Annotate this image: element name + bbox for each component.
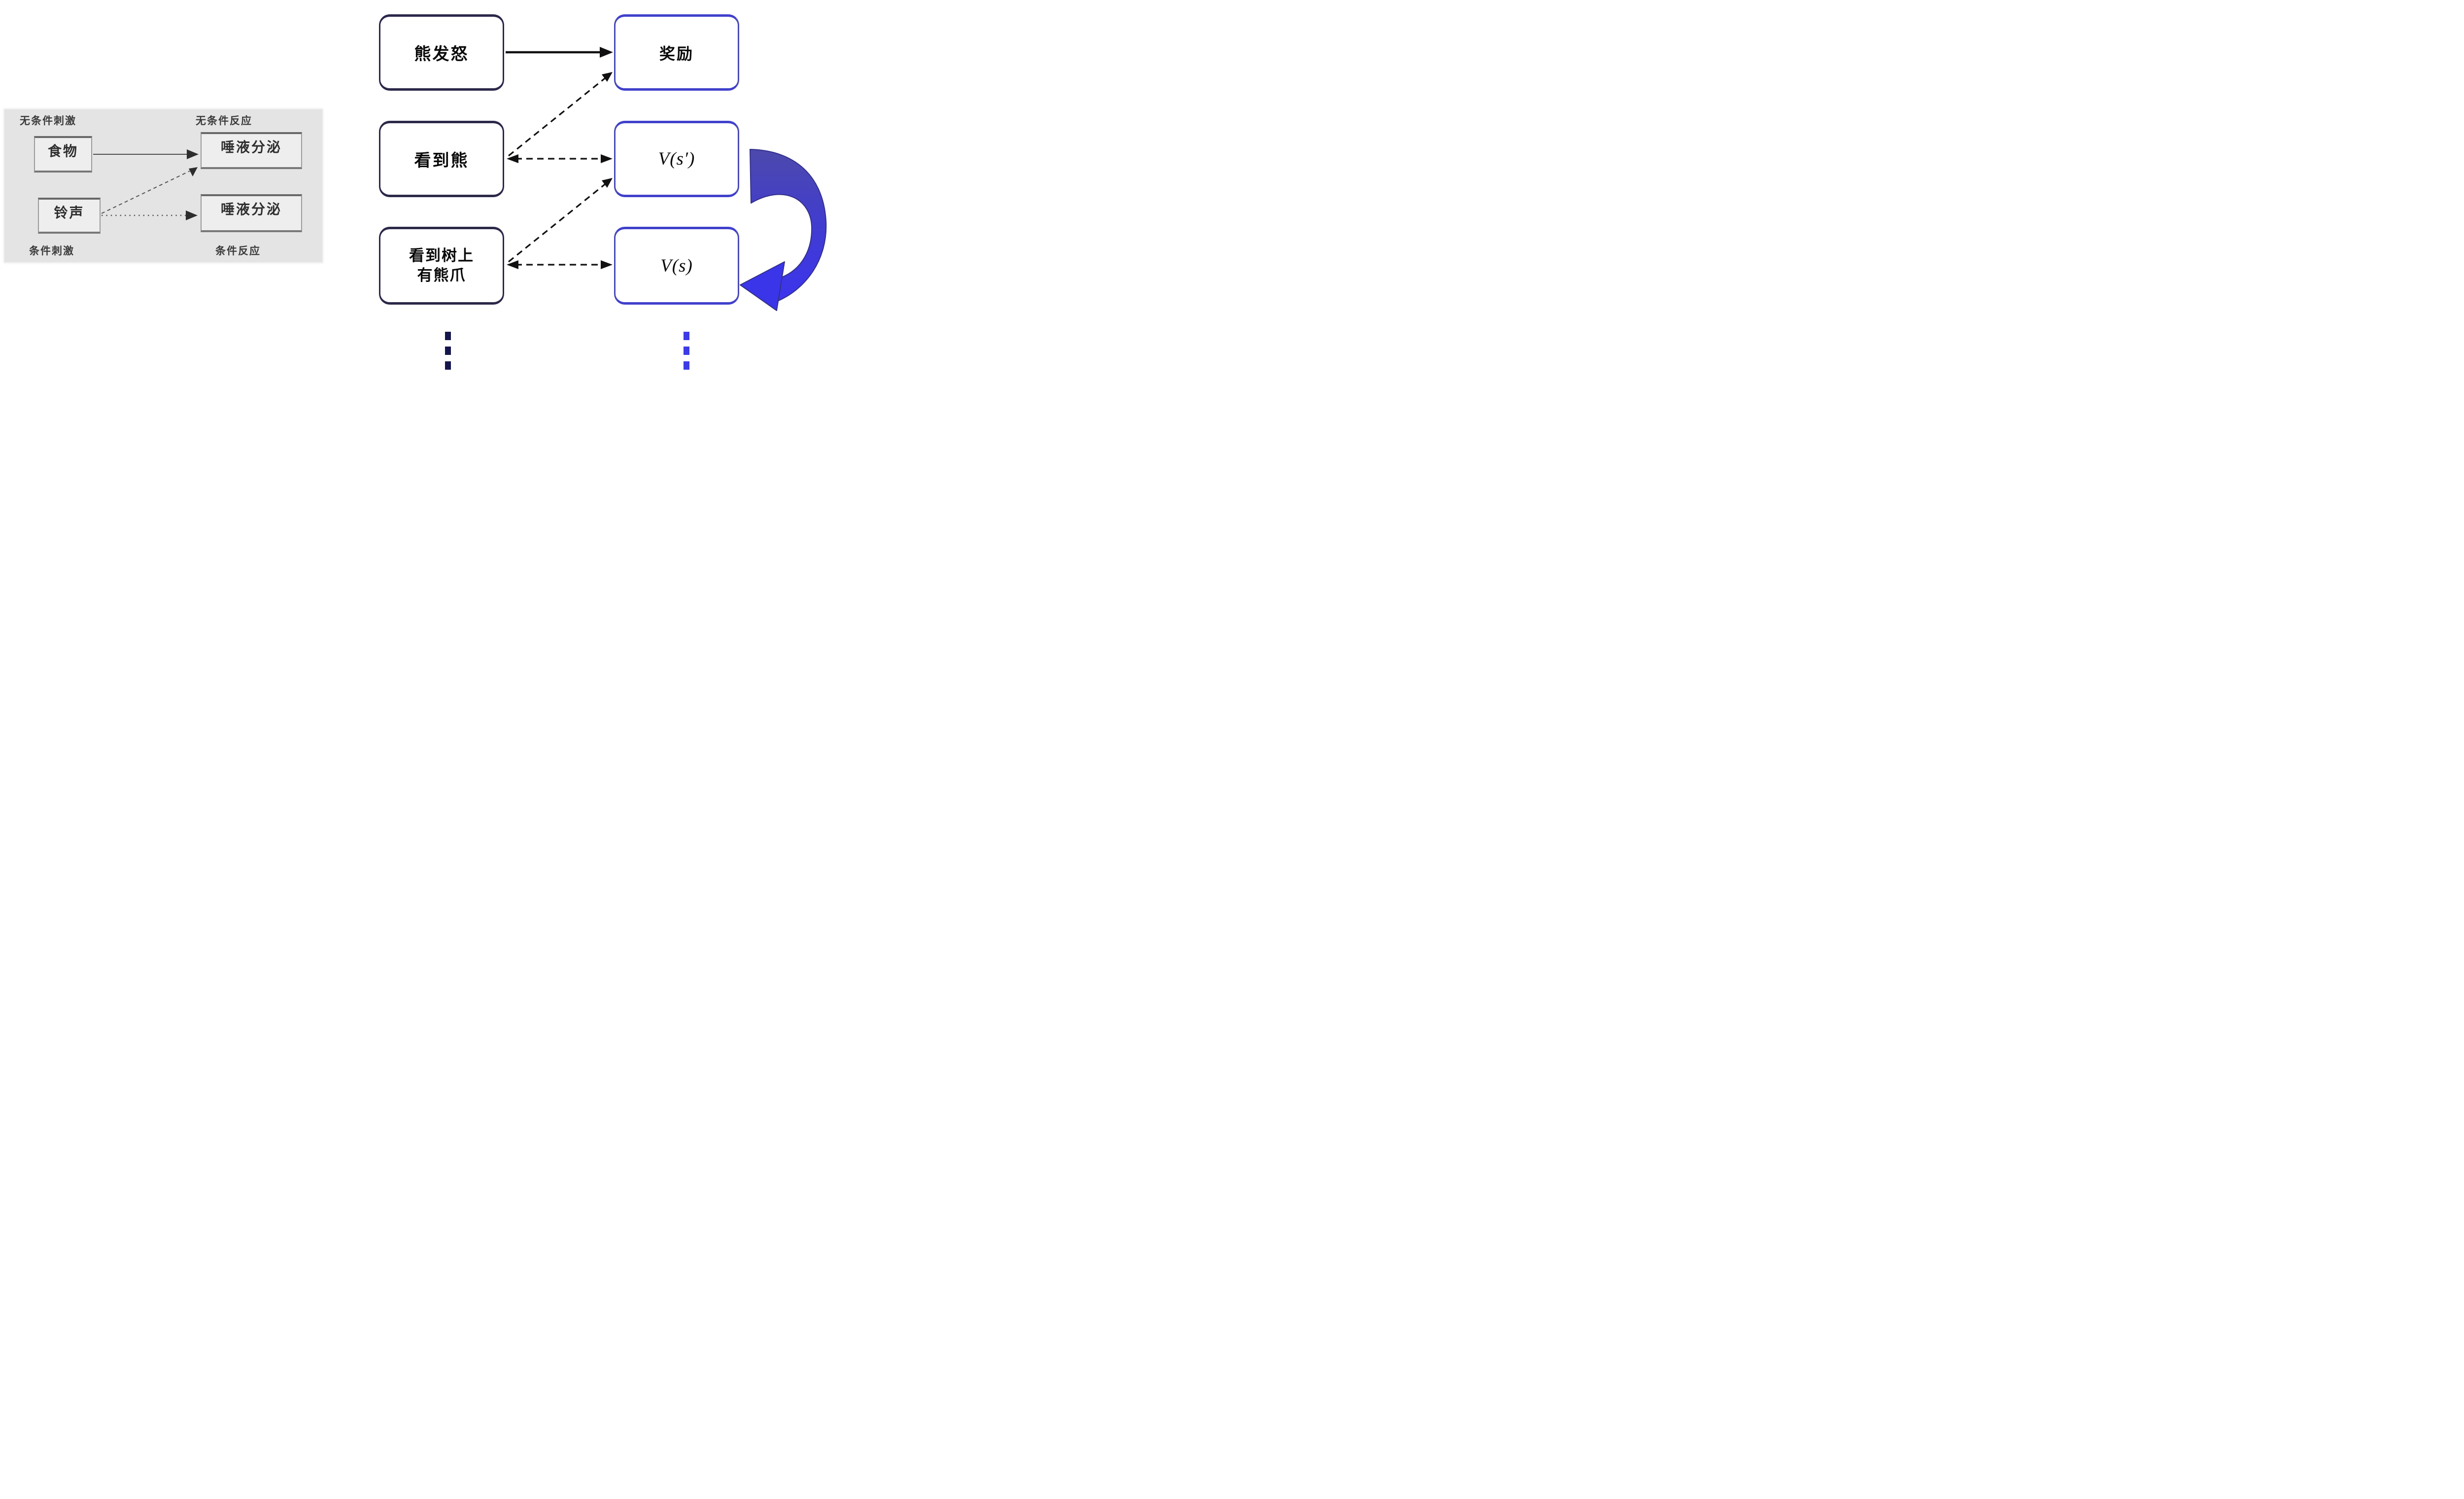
box-salivation-conditioned: 唾液分泌 bbox=[201, 194, 302, 232]
arrow-bear-to-reward-head bbox=[600, 47, 613, 58]
arrow-claw-vs-right-head bbox=[601, 260, 613, 269]
arrow-claw-to-vs-prime-head bbox=[602, 178, 613, 188]
ellipsis-left-dash-1 bbox=[445, 332, 451, 340]
label-unconditioned-stimulus: 无条件刺激 bbox=[20, 115, 76, 127]
arrow-claw-vs-left-head bbox=[507, 260, 518, 269]
arrow-see-bear-to-reward bbox=[508, 76, 608, 157]
arrow-see-bear-vs-prime-right-head bbox=[601, 154, 613, 163]
box-salivation-unconditioned: 唾液分泌 bbox=[201, 132, 302, 169]
box-value-s-label: V(s) bbox=[660, 255, 693, 276]
ellipsis-right-dash-1 bbox=[684, 332, 689, 340]
ellipsis-left-dash-2 bbox=[445, 347, 451, 355]
box-value-s-prime-label: V(s′) bbox=[658, 149, 695, 169]
label-conditioned-response: 条件反应 bbox=[215, 245, 261, 257]
box-see-claw-marks-line1: 看到树上 bbox=[409, 247, 474, 265]
label-unconditioned-response: 无条件反应 bbox=[196, 115, 252, 127]
box-value-s-prime: V(s′) bbox=[614, 121, 739, 197]
box-bear-angry: 熊发怒 bbox=[379, 14, 504, 91]
box-bell: 铃声 bbox=[38, 198, 101, 234]
box-reward: 奖励 bbox=[614, 14, 739, 91]
arrow-see-bear-vs-prime-left-head bbox=[507, 154, 518, 163]
loop-arrow-ribbon bbox=[750, 149, 827, 303]
arrow-claw-to-vs-prime bbox=[508, 182, 608, 263]
loop-arrow-head bbox=[740, 261, 785, 311]
figure-canvas: { "figure": { "left_panel": { "label_unc… bbox=[0, 0, 827, 375]
ellipsis-left-dash-3 bbox=[445, 361, 451, 370]
classical-conditioning-panel: 无条件刺激 无条件反应 食物 唾液分泌 铃声 唾液分泌 条件刺激 条件反应 bbox=[4, 109, 322, 262]
box-bear-angry-label: 熊发怒 bbox=[414, 45, 469, 64]
box-reward-label: 奖励 bbox=[659, 44, 694, 63]
box-see-claw-marks-line2: 有熊爪 bbox=[417, 267, 466, 284]
box-see-claw-marks: 看到树上 有熊爪 bbox=[379, 227, 504, 305]
box-see-bear-label: 看到熊 bbox=[414, 151, 469, 170]
ellipsis-right-dash-3 bbox=[684, 361, 689, 370]
label-conditioned-stimulus: 条件刺激 bbox=[29, 245, 74, 257]
box-food: 食物 bbox=[34, 136, 92, 173]
box-value-s: V(s) bbox=[614, 227, 739, 305]
box-see-bear: 看到熊 bbox=[379, 121, 504, 197]
arrow-see-bear-to-reward-head bbox=[602, 72, 613, 82]
ellipsis-right-dash-2 bbox=[684, 347, 689, 355]
